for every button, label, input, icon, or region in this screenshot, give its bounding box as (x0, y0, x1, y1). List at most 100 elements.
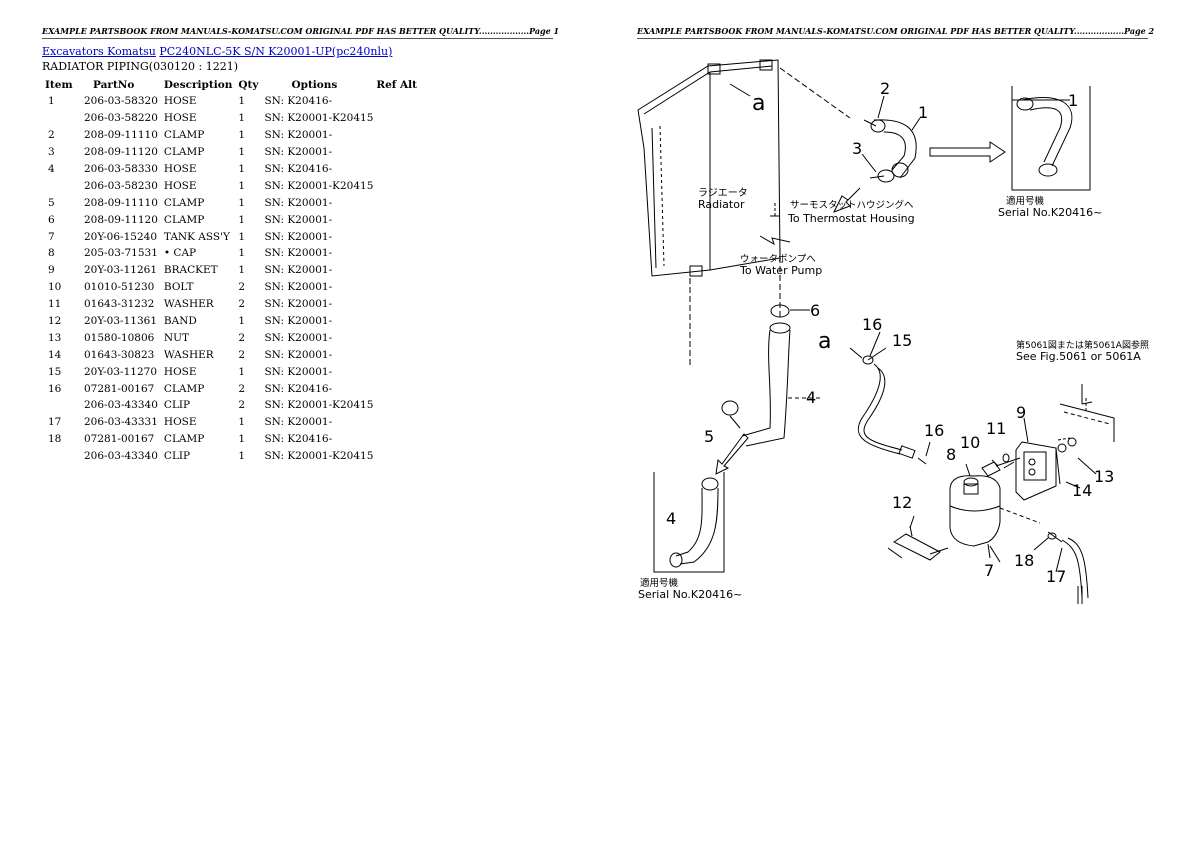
bolt-washer-drawing (981, 453, 1021, 477)
cell-desc: TANK ASS'Y (163, 230, 230, 243)
cell-ref-alt (376, 110, 420, 127)
cell-part: 20Y-06-15240 (84, 230, 157, 243)
cell-item: 5 (48, 196, 55, 209)
breadcrumb-link-excavators[interactable]: Excavators Komatsu (42, 45, 156, 58)
cell-qty: 1 (238, 95, 246, 108)
callout-1-inset: 1 (1068, 91, 1078, 110)
callout-1: 1 (918, 103, 928, 122)
cell-part: 206-03-58320 (84, 95, 158, 108)
cell-item: 8 (48, 247, 55, 260)
cell-part: 205-03-71531 (84, 247, 158, 260)
lower-drain-hose-drawing (1047, 531, 1089, 604)
cell-part: 206-03-43340 (84, 399, 158, 412)
cell-desc: HOSE (163, 179, 197, 192)
callout-4-inset: 4 (666, 509, 676, 528)
callout-12: 12 (892, 493, 912, 512)
cell-opt: SN: K20001- (264, 129, 333, 142)
cell-ref-alt (376, 93, 420, 110)
cell-desc: CLAMP (163, 213, 205, 226)
cell-part: 206-03-58220 (84, 112, 158, 125)
cell-item: 17 (48, 416, 62, 429)
callout-5: 5 (704, 427, 714, 446)
cell-item (42, 397, 81, 414)
radiator-label-jp: ラジエータ (698, 187, 748, 199)
cell-qty: 1 (238, 416, 246, 429)
cell-item: 14 (48, 348, 62, 361)
cell-item: 12 (48, 315, 62, 328)
callout-10: 10 (960, 433, 980, 452)
cell-part: 01580-10806 (84, 331, 155, 344)
clip-16-leader (917, 457, 927, 465)
cell-opt: SN: K20001- (264, 348, 333, 361)
applicable-label-jp-2: 適用号機 (640, 577, 679, 589)
cell-desc: HOSE (163, 163, 197, 175)
cell-opt: SN: K20001- (264, 196, 333, 209)
radiator-drawing (637, 59, 851, 368)
callout-18: 18 (1014, 551, 1034, 570)
cell-part: 206-03-43340 (84, 450, 158, 463)
cell-opt: SN: K20001-K20415 (264, 450, 374, 463)
cell-desc: HOSE (163, 365, 197, 378)
cell-part: 07281-00167 (84, 382, 155, 395)
cell-part: 20Y-03-11261 (84, 264, 157, 277)
diagram-linework (637, 59, 1115, 604)
thermostat-label-jp: サーモスタットハウジングへ (790, 199, 914, 211)
water-pump-label-en: To Water Pump (739, 264, 822, 277)
cell-qty: 1 (238, 196, 246, 209)
thermostat-arrow (832, 187, 861, 213)
cell-ref-alt (376, 448, 420, 465)
callout-17: 17 (1046, 567, 1066, 586)
cell-opt: SN: K20001- (264, 247, 333, 260)
cell-item: 16 (48, 382, 62, 395)
cell-opt: SN: K20001- (264, 213, 333, 226)
cell-opt: SN: K20001- (264, 416, 333, 429)
breadcrumb-link-model[interactable]: PC240NLC-5K S/N K20001-UP(pc240nlu) (159, 45, 393, 58)
cell-ref-alt (376, 161, 420, 178)
thermostat-label-en: To Thermostat Housing (787, 212, 915, 225)
cell-ref-alt (376, 431, 420, 448)
cell-qty: 1 (238, 365, 246, 378)
cell-qty: 1 (238, 129, 246, 142)
cell-desc: HOSE (163, 95, 197, 108)
cell-qty: 1 (238, 315, 246, 328)
callout-8: 8 (946, 445, 956, 464)
page-header: EXAMPLE PARTSBOOK FROM MANUALS-KOMATSU.C… (42, 26, 559, 39)
callout-15: 15 (892, 331, 912, 350)
callout-numbers: 2 1 3 1 6 4 5 4 16 15 16 9 11 10 8 13 14… (666, 79, 1114, 586)
cell-opt: SN: K20001- (264, 298, 333, 311)
cell-qty: 1 (238, 230, 246, 243)
page-1: EXAMPLE PARTSBOOK FROM MANUALS-KOMATSU.C… (42, 26, 559, 465)
cell-opt: SN: K20001- (264, 281, 333, 294)
callout-16-lower: 16 (924, 421, 944, 440)
breadcrumb: Excavators Komatsu PC240NLC-5K S/N K2000… (42, 45, 392, 58)
cell-opt: SN: K20001-K20415 (264, 399, 374, 412)
callout-9: 9 (1016, 403, 1026, 422)
cell-opt: SN: K20001- (264, 315, 333, 328)
inset-2-drawing (653, 472, 725, 573)
cell-ref-alt (376, 296, 420, 313)
cell-qty: 1 (238, 213, 246, 226)
cell-item (42, 448, 81, 465)
cell-item: 10 (48, 281, 62, 294)
parts-diagram: a a ラジエータ Radiator サーモスタットハウジングへ To Ther… (637, 59, 1149, 604)
cell-qty: 2 (238, 399, 246, 412)
cell-opt: SN: K20001- (264, 365, 333, 378)
cell-part: 01643-31232 (84, 298, 155, 311)
cell-qty: 2 (238, 331, 246, 344)
cell-ref-alt (376, 279, 420, 296)
cell-qty: 2 (238, 382, 246, 395)
cell-ref-alt (376, 194, 420, 211)
